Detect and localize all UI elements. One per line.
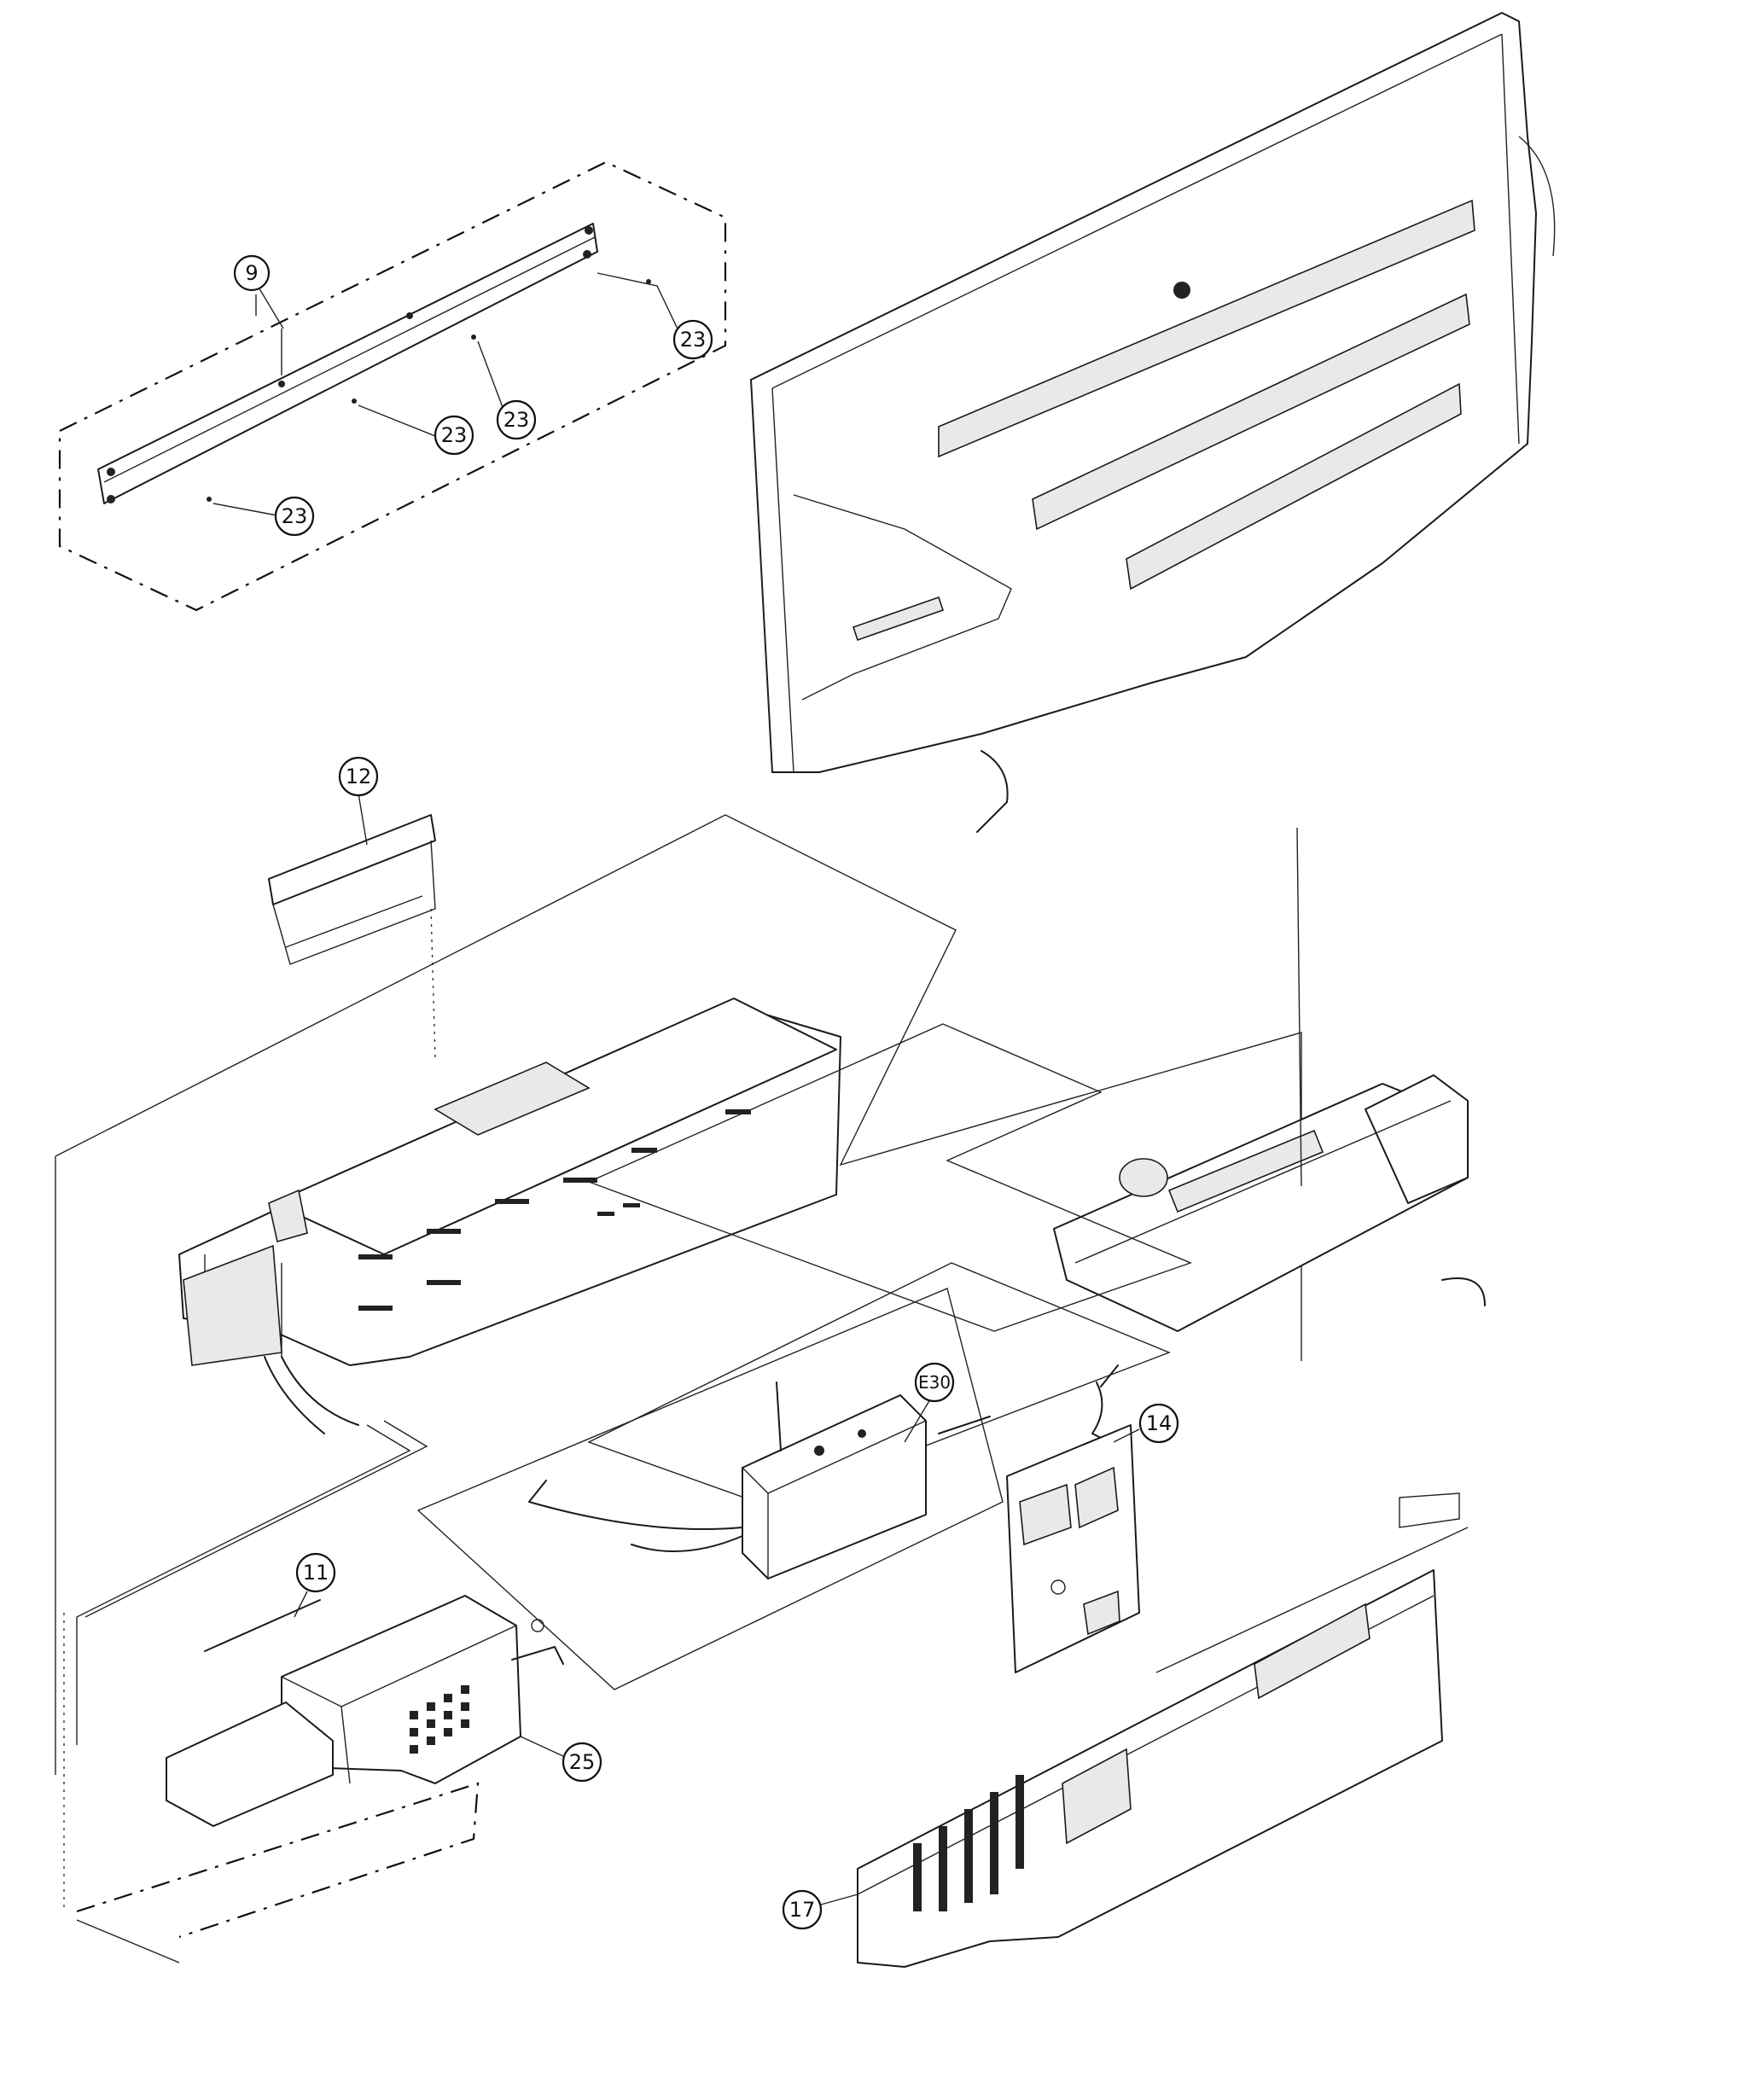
callout-23-d-label: 23 [282,504,308,528]
cover-cable [976,750,1009,833]
trim-bar [97,223,598,504]
chassis-top-rail [272,998,837,1255]
callout-12-label: 12 [346,765,372,788]
chassis-side-panel [183,1244,282,1366]
cable-14 [1091,1364,1119,1443]
vent-slot-2 [1032,293,1470,531]
callout-9: 9 [233,254,284,329]
bracket-12 [268,814,436,1059]
tuner-deck [1053,827,1486,1332]
vent-slot-1 [938,199,1475,458]
callout-14-label: 14 [1146,1411,1173,1435]
shield-plate [1006,1424,1140,1673]
callout-23-a-label: 23 [680,328,707,352]
callout-25: 25 [520,1736,602,1783]
callout-17: 17 [782,1889,858,1930]
rear-cover [750,12,1556,833]
callout-12: 12 [338,756,379,846]
assembly-guide-frame [55,814,1302,1361]
callout-25-label: 25 [569,1750,596,1774]
callout-e30: E30 [904,1362,955,1443]
callout-23-c: 23 [434,415,474,456]
callout-23-d: 23 [274,496,315,537]
power-unit-25 [76,1595,564,1963]
callout-11-label: 11 [303,1561,329,1585]
callout-23-b-label: 23 [503,408,530,432]
callout-23-c-label: 23 [441,423,468,447]
callout-9-label: 9 [245,261,258,285]
rear-io-panel-17 [857,1492,1469,1968]
mid-guide-frame-2 [587,1262,1171,1507]
trim-bar-group [58,160,727,612]
vent-slot-3 [1126,382,1462,590]
rear-cover-recess [793,494,1012,701]
callout-23-a: 23 [672,319,713,360]
mid-guide-frame-3 [416,1288,1004,1690]
callout-17-label: 17 [789,1898,816,1922]
callout-14: 14 [1113,1403,1179,1444]
trim-bar-group-outline [58,160,727,612]
rod-11 [204,1599,321,1652]
rear-cover-shell [750,12,1537,773]
main-chassis [63,998,841,1911]
tuner-deck-housing [1365,1074,1469,1204]
power-board [166,1702,334,1827]
mid-guide-frame-1 [587,1023,1192,1332]
pcb-module-box [742,1394,927,1579]
callout-23-b: 23 [496,399,537,440]
callout-e30-label: E30 [918,1372,951,1393]
callout-11: 11 [294,1552,336,1618]
pcb-module-e30 [528,1382,991,1579]
